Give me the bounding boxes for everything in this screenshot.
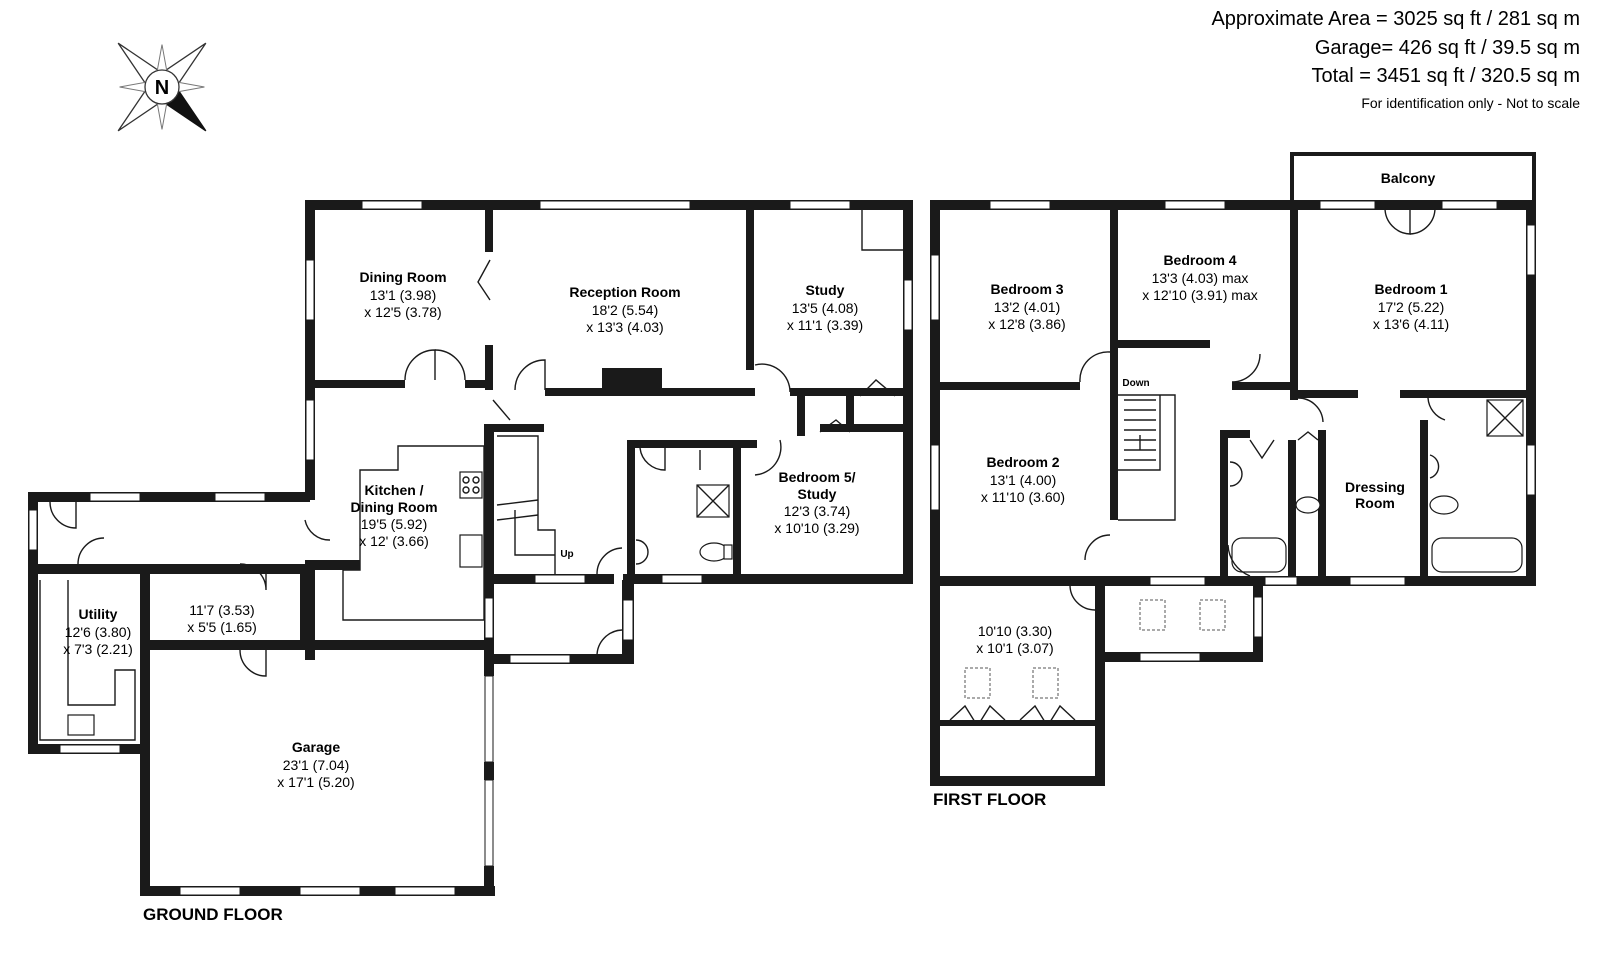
stairs-down-label: Down [1122, 378, 1149, 389]
ground-floor-label: GROUND FLOOR [143, 905, 283, 924]
first-floor-label: FIRST FLOOR [933, 790, 1046, 809]
bedroom4-dim1: 13'3 (4.03) max [1152, 270, 1249, 286]
approximate-area: Approximate Area = 3025 sq ft / 281 sq m [1211, 8, 1580, 30]
bedroom5-dim2: x 10'10 (3.29) [774, 520, 859, 536]
bedroom2-name: Bedroom 2 [986, 454, 1059, 470]
bedroom3-dim1: 13'2 (4.01) [994, 299, 1061, 315]
compass-north-label: N [155, 77, 169, 99]
bedroom2-dim2: x 11'10 (3.60) [981, 489, 1065, 505]
dining-room-dim2: x 12'5 (3.78) [364, 304, 441, 320]
reception-room-dim2: x 13'3 (4.03) [586, 319, 663, 335]
dining-room-dim1: 13'1 (3.98) [370, 287, 437, 303]
kitchen-name-line2: Dining Room [350, 499, 437, 515]
stairs-up-label: Up [560, 549, 573, 560]
bedroom3-dim2: x 12'8 (3.86) [988, 316, 1065, 332]
room-bedroom1: Bedroom 1 17'2 (5.22) x 13'6 (4.11) [1373, 281, 1449, 332]
garage-name: Garage [292, 739, 340, 755]
kitchen-dim1: 19'5 (5.92) [361, 516, 428, 532]
bedroom3-name: Bedroom 3 [990, 281, 1063, 297]
bedroom4-name: Bedroom 4 [1163, 252, 1236, 268]
room-bedroom5: Bedroom 5/ Study 12'3 (3.74) x 10'10 (3.… [774, 469, 859, 536]
study-dim1: 13'5 (4.08) [792, 300, 859, 316]
compass-icon: N [117, 42, 207, 132]
bedroom1-name: Bedroom 1 [1374, 281, 1447, 297]
bedroom5-name-line2: Study [798, 486, 837, 502]
area-summary: Approximate Area = 3025 sq ft / 281 sq m… [1211, 8, 1580, 111]
reception-room-name: Reception Room [569, 284, 680, 300]
room-reception: Reception Room 18'2 (5.54) x 13'3 (4.03) [569, 284, 680, 335]
room-study: Study 13'5 (4.08) x 11'1 (3.39) [787, 282, 863, 333]
loft-room-dim2: x 10'1 (3.07) [976, 640, 1053, 656]
bedroom1-dim2: x 13'6 (4.11) [1373, 316, 1449, 332]
kitchen-name-line1: Kitchen / [364, 482, 423, 498]
room-utility: Utility 12'6 (3.80) x 7'3 (2.21) [63, 606, 133, 657]
kitchen-dim2: x 12' (3.66) [359, 533, 429, 549]
store-dim2: x 5'5 (1.65) [187, 619, 257, 635]
garage-area: Garage= 426 sq ft / 39.5 sq m [1315, 37, 1580, 59]
room-kitchen: Kitchen / Dining Room 19'5 (5.92) x 12' … [350, 482, 437, 549]
bedroom1-dim1: 17'2 (5.22) [1378, 299, 1445, 315]
dining-room-name: Dining Room [359, 269, 446, 285]
reception-room-dim1: 18'2 (5.54) [592, 302, 659, 318]
utility-dim2: x 7'3 (2.21) [63, 641, 133, 657]
dressing-name-line1: Dressing [1345, 479, 1405, 495]
store-dim1: 11'7 (3.53) [189, 602, 254, 618]
utility-dim1: 12'6 (3.80) [65, 624, 132, 640]
bedroom2-dim1: 13'1 (4.00) [990, 472, 1057, 488]
room-store: 11'7 (3.53) x 5'5 (1.65) [187, 602, 257, 635]
room-dining: Dining Room 13'1 (3.98) x 12'5 (3.78) [359, 269, 446, 320]
scale-note: For identification only - Not to scale [1361, 95, 1580, 111]
loft-room-dim1: 10'10 (3.30) [978, 623, 1052, 639]
garage-dim2: x 17'1 (5.20) [277, 774, 354, 790]
dressing-name-line2: Room [1355, 495, 1395, 511]
total-area: Total = 3451 sq ft / 320.5 sq m [1312, 65, 1581, 87]
room-bedroom4: Bedroom 4 13'3 (4.03) max x 12'10 (3.91)… [1142, 252, 1258, 303]
study-dim2: x 11'1 (3.39) [787, 317, 863, 333]
room-garage: Garage 23'1 (7.04) x 17'1 (5.20) [277, 739, 354, 790]
bedroom5-name-line1: Bedroom 5/ [778, 469, 855, 485]
ground-floor-walls [28, 200, 913, 896]
study-name: Study [806, 282, 845, 298]
bedroom4-dim2: x 12'10 (3.91) max [1142, 287, 1258, 303]
garage-dim1: 23'1 (7.04) [283, 757, 350, 773]
utility-name: Utility [79, 606, 118, 622]
room-dressing: Dressing Room [1345, 479, 1405, 511]
room-loft: 10'10 (3.30) x 10'1 (3.07) [976, 623, 1053, 656]
room-bedroom3: Bedroom 3 13'2 (4.01) x 12'8 (3.86) [988, 281, 1065, 332]
bedroom5-dim1: 12'3 (3.74) [784, 503, 851, 519]
first-floor-walls [930, 152, 1536, 786]
balcony-name: Balcony [1381, 170, 1436, 186]
room-bedroom2: Bedroom 2 13'1 (4.00) x 11'10 (3.60) [981, 454, 1065, 505]
